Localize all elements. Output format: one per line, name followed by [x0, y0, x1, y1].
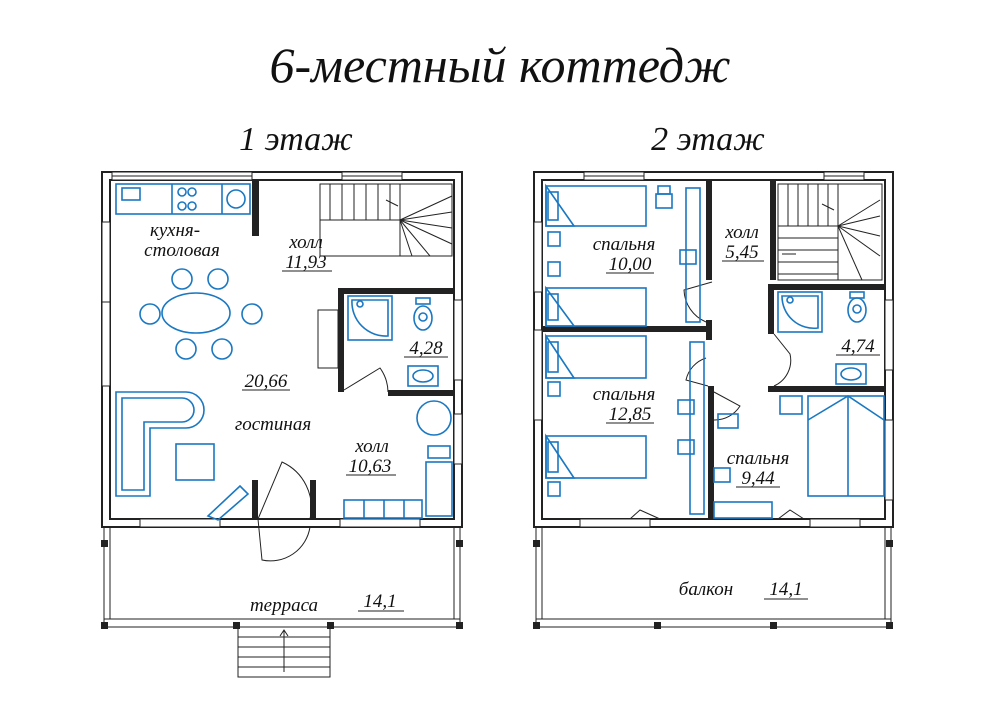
- bedroom2-label: спальня: [593, 384, 656, 405]
- floor2-outer-walls: [533, 171, 894, 528]
- bedroom1-label: спальня: [593, 234, 656, 255]
- floor2-stairs: [777, 183, 883, 281]
- floor1-plan: кухня- столовая холл 11,93 20,66 гостина…: [101, 171, 463, 678]
- bedroom1-beds: [545, 183, 701, 327]
- floor1-outer-walls: [101, 171, 463, 528]
- bedroom3-label: спальня: [727, 448, 790, 469]
- coffee-table: [175, 443, 215, 481]
- kitchen-counter: [115, 183, 251, 215]
- floor1-interior-walls: [252, 180, 454, 562]
- dining-table: [139, 268, 263, 360]
- floor2-heading: 2 этаж: [651, 121, 765, 158]
- terrace-area: 14,1: [363, 591, 396, 612]
- balcony-area: 14,1: [769, 579, 802, 600]
- page-title: 6-местный коттедж: [269, 37, 730, 93]
- living-label: гостиная: [235, 414, 311, 435]
- bedroom2-area: 12,85: [609, 404, 652, 425]
- hall-bottom-area: 10,63: [349, 456, 392, 477]
- bedroom3-area: 9,44: [741, 468, 775, 489]
- sofa: [115, 391, 205, 497]
- floor2-plan: спальня 10,00 холл 5,45 4,74: [533, 171, 894, 629]
- bedroom2-beds: [545, 333, 705, 515]
- floor1-bathroom-fixtures: [347, 295, 439, 387]
- balcony: [533, 526, 893, 629]
- floor2-bathroom-fixtures: [777, 291, 867, 385]
- tv-stand: [206, 484, 250, 521]
- hall-bottom-label: холл: [354, 436, 389, 457]
- floor2-hall-label: холл: [724, 222, 759, 243]
- hall-top-label: холл: [288, 232, 323, 253]
- bedroom1-area: 10,00: [609, 254, 652, 275]
- terrace-label: терраса: [250, 595, 318, 616]
- floor1-bath-area: 4,28: [409, 338, 443, 359]
- floor2-bath-area: 4,74: [841, 336, 875, 357]
- balcony-label: балкон: [679, 579, 733, 600]
- floor2-hall-area: 5,45: [725, 242, 758, 263]
- kitchen-label-line2: столовая: [144, 240, 220, 261]
- hall-top-area: 11,93: [285, 252, 326, 273]
- living-area: 20,66: [245, 371, 288, 392]
- hall-bottom-fixtures: [343, 400, 453, 519]
- bedroom3-furniture: [713, 395, 885, 519]
- kitchen-label-line1: кухня-: [150, 220, 200, 241]
- floor1-stairs: [319, 183, 453, 257]
- floor1-heading: 1 этаж: [239, 121, 353, 158]
